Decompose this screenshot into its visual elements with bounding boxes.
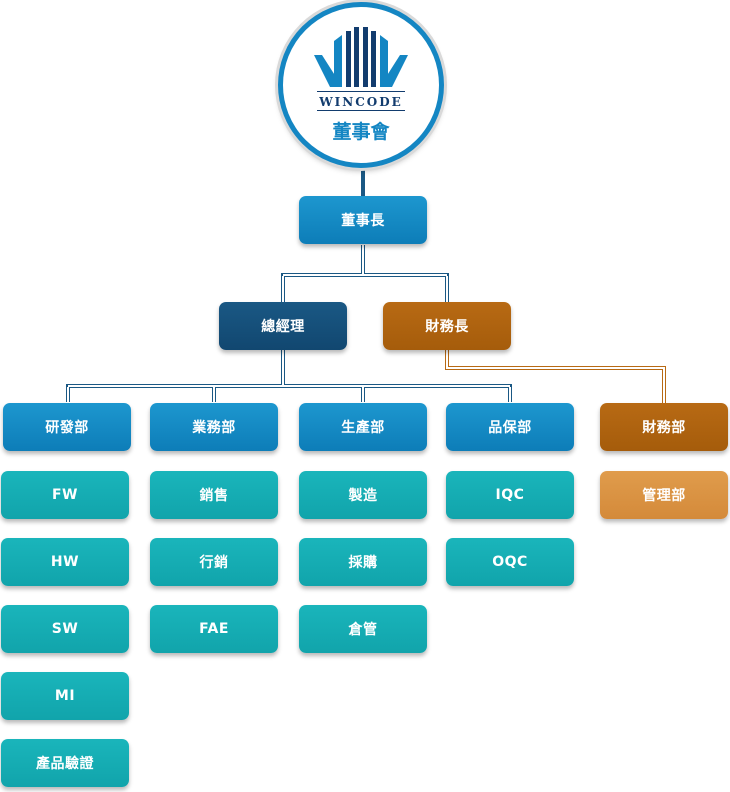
general-manager-node: 總經理 (219, 302, 347, 350)
unit-sales-sales: 銷售 (150, 471, 278, 519)
unit-rd-sw: SW (1, 605, 129, 653)
unit-prod-manufacturing: 製造 (299, 471, 427, 519)
dept-production: 生產部 (299, 403, 427, 451)
unit-sales-marketing: 行銷 (150, 538, 278, 586)
unit-qa-iqc: IQC (446, 471, 574, 519)
cfo-node: 財務長 (383, 302, 511, 350)
unit-prod-warehouse: 倉管 (299, 605, 427, 653)
board-logo-circle: WINCODE 董事會 (278, 2, 444, 168)
unit-finance-management: 管理部 (600, 471, 728, 519)
unit-rd-hw: HW (1, 538, 129, 586)
unit-sales-fae: FAE (150, 605, 278, 653)
dept-qa: 品保部 (446, 403, 574, 451)
dept-sales: 業務部 (150, 403, 278, 451)
logo-rule-bottom (317, 110, 405, 111)
dept-rd: 研發部 (3, 403, 131, 451)
unit-rd-verification: 產品驗證 (1, 739, 129, 787)
building-logo-icon (314, 27, 408, 87)
unit-qa-oqc: OQC (446, 538, 574, 586)
logo-wordmark: WINCODE (319, 95, 403, 109)
unit-rd-fw: FW (1, 471, 129, 519)
unit-prod-purchasing: 採購 (299, 538, 427, 586)
chairman-node: 董事長 (299, 196, 427, 244)
logo-rule-top (317, 91, 405, 92)
unit-rd-mi: MI (1, 672, 129, 720)
logo-subtitle: 董事會 (332, 121, 390, 143)
dept-finance: 財務部 (600, 403, 728, 451)
